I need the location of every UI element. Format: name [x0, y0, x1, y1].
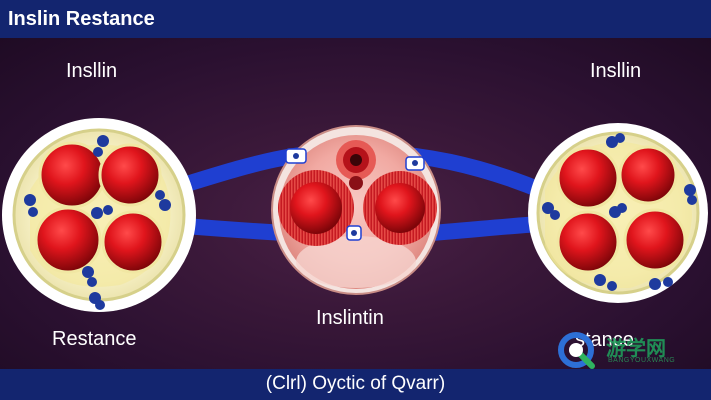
center-cell: [271, 125, 441, 295]
caption-bar: (Clrl) Oyctic of Qvarr): [0, 369, 711, 400]
right-organelle-3: [556, 210, 620, 274]
left-organelle-3: [34, 206, 102, 274]
right-organelle-4: [623, 208, 687, 272]
receptor-marker-3: [346, 225, 362, 241]
left-granules: [24, 135, 171, 310]
receptor-marker-1: [285, 148, 307, 164]
right-organelle-2: [618, 145, 678, 205]
label-top-left: Insllin: [66, 60, 118, 82]
left-organelle-2: [98, 143, 162, 207]
left-organelle-4: [101, 210, 165, 274]
label-top-right: Insllin: [590, 60, 642, 82]
left-cell: [2, 118, 196, 312]
right-organelle-1: [556, 146, 620, 210]
label-bottom-left: Restance: [52, 328, 137, 350]
watermark: 游学网 BANGYOUXWANG: [556, 330, 686, 370]
watermark-subtext: BANGYOUXWANG: [608, 357, 676, 364]
footer-caption: (Clrl) Oyctic of Qvarr): [265, 373, 446, 394]
right-granules: [542, 133, 697, 291]
watermark-text: 游学网: [606, 338, 666, 360]
watermark-logo-icon: [558, 332, 595, 369]
receptor-markers: [285, 148, 425, 241]
right-cell: [528, 123, 708, 303]
page-title: Inslin Restance: [8, 8, 155, 30]
label-bottom-center: Inslintin: [316, 307, 384, 329]
receptor-marker-2: [405, 156, 425, 171]
